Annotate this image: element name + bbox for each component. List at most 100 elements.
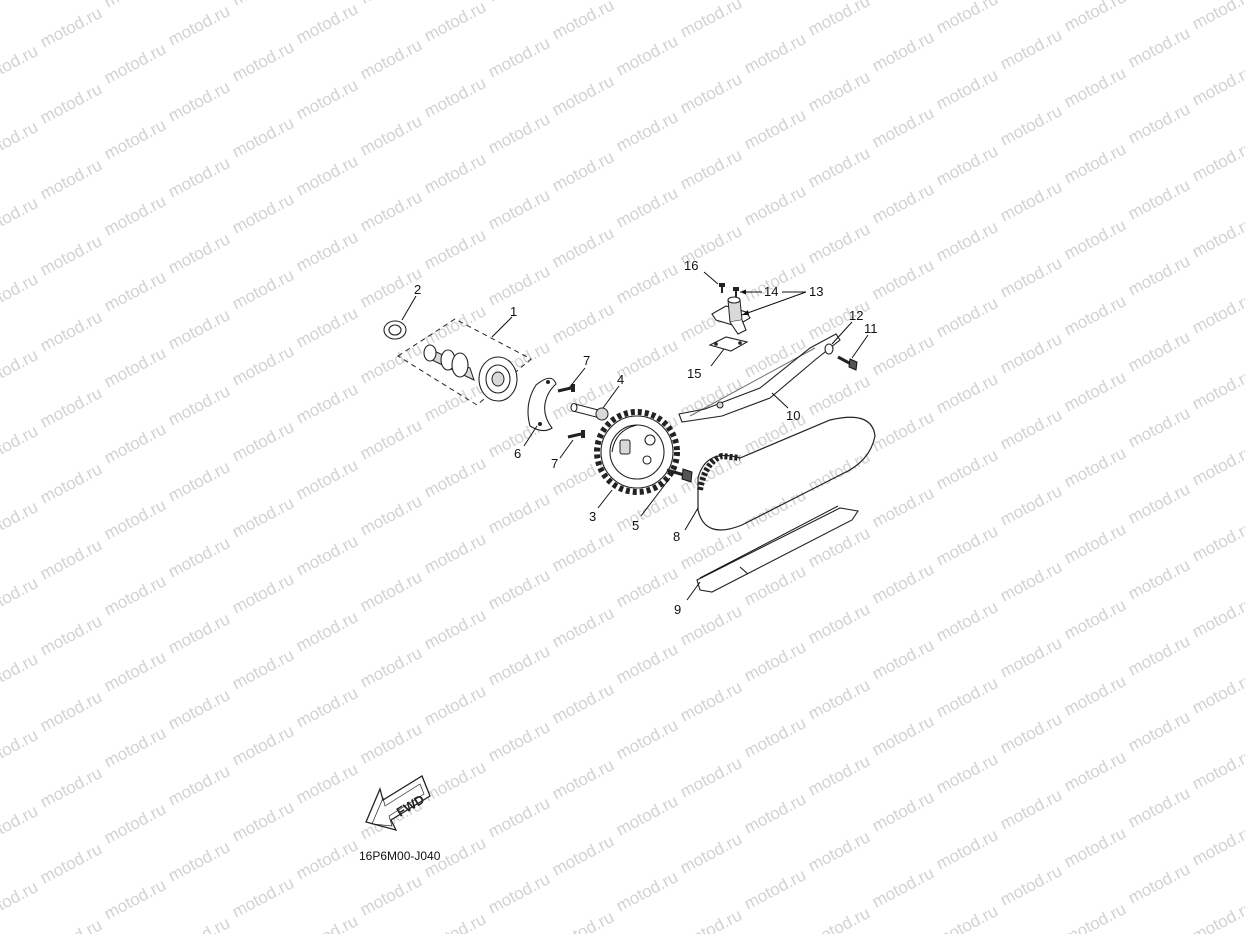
watermark-text: motod.ru	[805, 371, 873, 419]
callout-9: 9	[674, 602, 681, 617]
watermark-text: motod.ru	[1061, 139, 1129, 187]
watermark-text: motod.ru	[0, 573, 41, 621]
watermark-text: motod.ru	[1189, 289, 1245, 337]
watermark-text: motod.ru	[37, 79, 105, 127]
watermark-text: motod.ru	[165, 381, 233, 429]
watermark-text: motod.ru	[549, 603, 617, 651]
watermark-text: motod.ru	[101, 419, 169, 467]
watermark-text: motod.ru	[1061, 63, 1129, 111]
watermark-text: motod.ru	[933, 445, 1001, 493]
watermark-text: motod.ru	[677, 69, 745, 117]
watermark-text: motod.ru	[101, 723, 169, 771]
watermark-text: motod.ru	[805, 751, 873, 799]
watermark-text: motod.ru	[677, 145, 745, 193]
watermark-text: motod.ru	[293, 227, 361, 275]
watermark-text: motod.ru	[549, 831, 617, 879]
watermark-text: motod.ru	[101, 495, 169, 543]
watermark-text: motod.ru	[229, 417, 297, 465]
cam-sprocket-icon	[594, 409, 680, 495]
watermark-text: motod.ru	[869, 407, 937, 455]
watermark-text: motod.ru	[101, 267, 169, 315]
watermark-text: motod.ru	[37, 155, 105, 203]
watermark-text: motod.ru	[1125, 251, 1193, 299]
watermark-text: motod.ru	[1061, 367, 1129, 415]
watermark-text: motod.ru	[0, 345, 41, 393]
watermark-text: motod.ru	[421, 681, 489, 729]
watermark-text: motod.ru	[869, 103, 937, 151]
watermark-text: motod.ru	[485, 33, 553, 81]
watermark-text: motod.ru	[1061, 291, 1129, 339]
watermark-text: motod.ru	[0, 877, 41, 925]
watermark-text: motod.ru	[421, 301, 489, 349]
watermark-text: motod.ru	[933, 749, 1001, 797]
watermark-text: motod.ru	[1061, 0, 1129, 36]
watermark-text: motod.ru	[0, 193, 41, 241]
watermark-text: motod.ru	[37, 687, 105, 735]
watermark-text: motod.ru	[933, 65, 1001, 113]
watermark-text: motod.ru	[357, 567, 425, 615]
watermark-text: motod.ru	[37, 307, 105, 355]
watermark-text: motod.ru	[357, 111, 425, 159]
watermark-text: motod.ru	[1125, 783, 1193, 831]
watermark-text: motod.ru	[229, 189, 297, 237]
watermark-text: motod.ru	[1061, 519, 1129, 567]
watermark-text: motod.ru	[485, 185, 553, 233]
watermark-text: motod.ru	[357, 415, 425, 463]
watermark-text: motod.ru	[1125, 403, 1193, 451]
watermark-text: motod.ru	[549, 755, 617, 803]
callout-11: 11	[864, 321, 878, 336]
watermark-text: motod.ru	[485, 641, 553, 689]
watermark-text: motod.ru	[613, 0, 681, 4]
watermark-text: motod.ru	[1189, 365, 1245, 413]
watermark-text: motod.ru	[1189, 593, 1245, 641]
watermark-text: motod.ru	[485, 489, 553, 537]
watermark-text: motod.ru	[357, 339, 425, 387]
gasket-icon	[708, 336, 749, 352]
watermark-text: motod.ru	[1189, 0, 1245, 34]
watermark-text: motod.ru	[421, 0, 489, 46]
watermark-text: motod.ru	[485, 0, 553, 6]
watermark-text: motod.ru	[0, 117, 41, 165]
watermark-text: motod.ru	[677, 0, 745, 42]
watermark-text: motod.ru	[869, 27, 937, 75]
watermark-text: motod.ru	[869, 635, 937, 683]
callout-13: 13	[809, 284, 823, 299]
watermark-text: motod.ru	[933, 597, 1001, 645]
watermark-text: motod.ru	[485, 793, 553, 841]
watermark-text: motod.ru	[741, 181, 809, 229]
watermark-text: motod.ru	[101, 39, 169, 87]
watermark-text: motod.ru	[741, 637, 809, 685]
watermark-text: motod.ru	[869, 483, 937, 531]
watermark-text: motod.ru	[165, 913, 233, 934]
watermark-text: motod.ru	[997, 557, 1065, 605]
watermark-text: motod.ru	[1189, 517, 1245, 565]
watermark-text: motod.ru	[165, 609, 233, 657]
watermark-text: motod.ru	[101, 191, 169, 239]
watermark-text: motod.ru	[1061, 215, 1129, 263]
watermark-text: motod.ru	[421, 529, 489, 577]
watermark-text: motod.ru	[933, 0, 1001, 38]
watermark-text: motod.ru	[357, 0, 425, 8]
watermark-text: motod.ru	[165, 761, 233, 809]
watermark-text: motod.ru	[37, 459, 105, 507]
watermark-text: motod.ru	[229, 721, 297, 769]
watermark-text: motod.ru	[229, 797, 297, 845]
watermark-text: motod.ru	[613, 183, 681, 231]
watermark-text: motod.ru	[869, 559, 937, 607]
tensioner-guide-icon	[678, 333, 841, 423]
sprocket-bolt-icon	[666, 468, 693, 483]
watermark-text: motod.ru	[549, 71, 617, 119]
watermark-text: motod.ru	[165, 533, 233, 581]
camshaft-assembly-icon	[397, 318, 532, 406]
watermark-text: motod.ru	[293, 75, 361, 123]
callout-15: 15	[687, 366, 701, 381]
callout-12: 12	[849, 308, 863, 323]
watermark-text: motod.ru	[869, 787, 937, 835]
callout-8: 8	[673, 529, 680, 544]
watermark-text: motod.ru	[613, 487, 681, 535]
watermark-text: motod.ru	[1125, 479, 1193, 527]
watermark-text: motod.ru	[293, 303, 361, 351]
callout-10: 10	[786, 408, 800, 423]
watermark-text: motod.ru	[357, 871, 425, 919]
